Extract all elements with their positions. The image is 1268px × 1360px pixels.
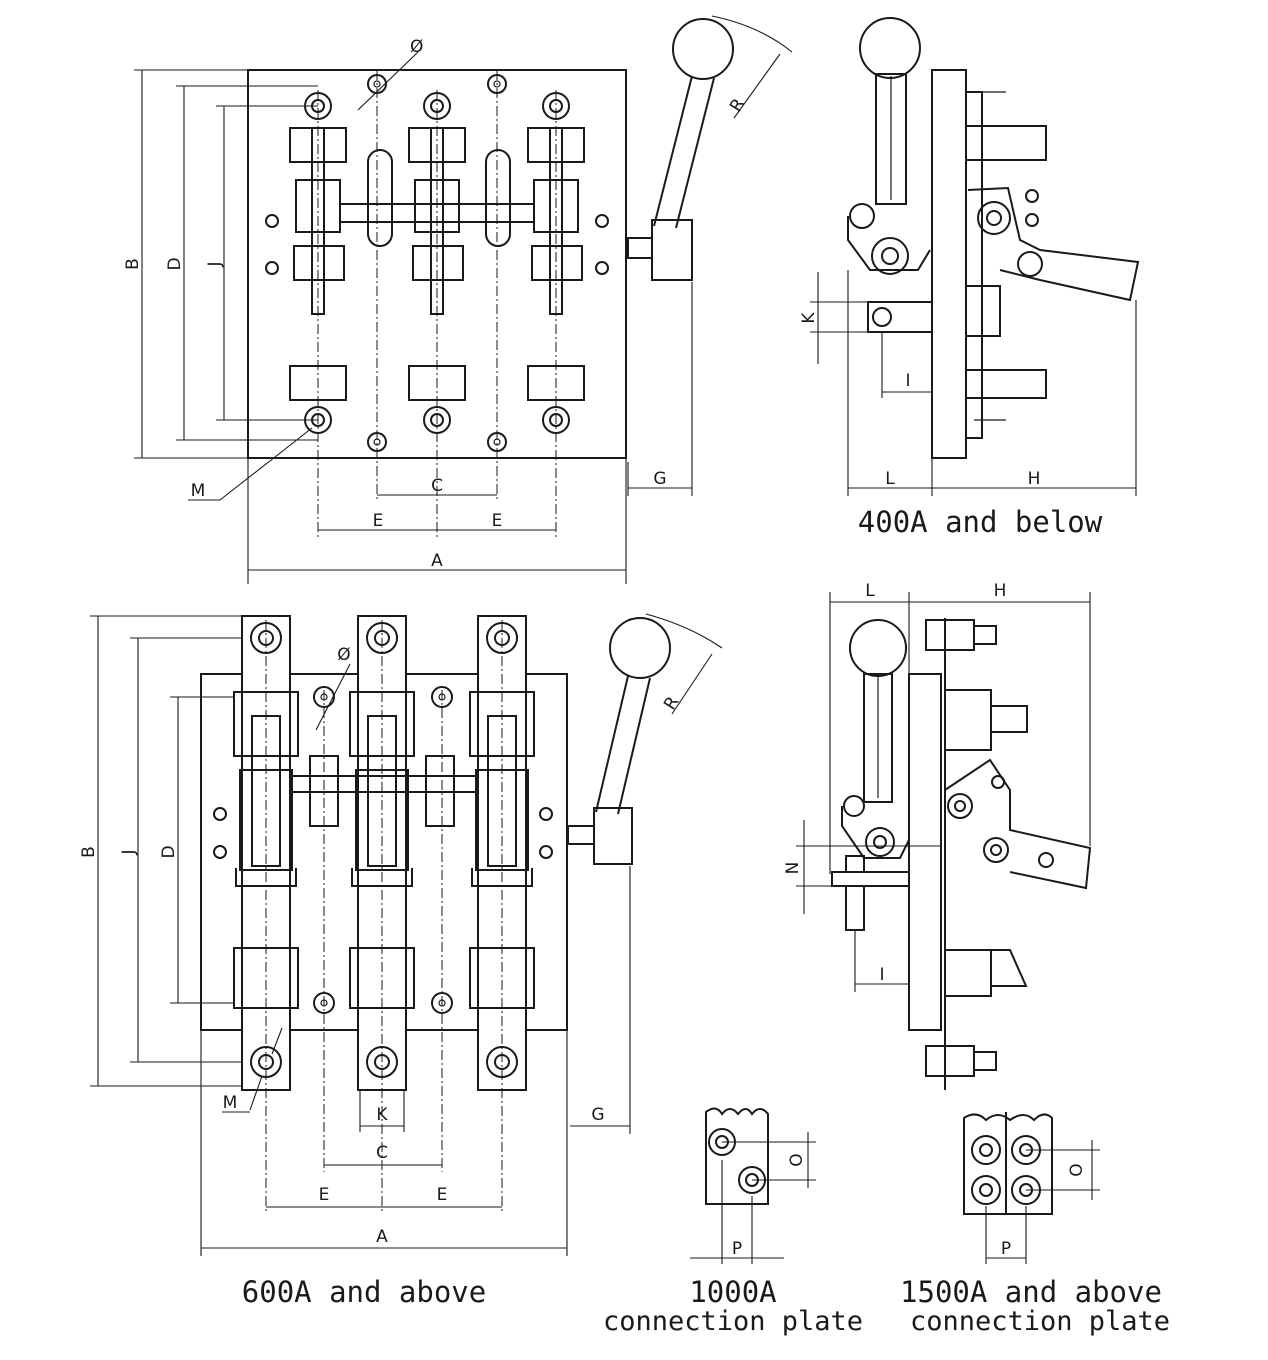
label-e2-600a: E: [437, 1185, 448, 1205]
label-a-400a: A: [431, 551, 443, 571]
slot-600a-right: [425, 755, 455, 827]
dimensions-600a-side: [796, 592, 1091, 992]
handle-400a-front: [627, 18, 734, 281]
label-l-600a: L: [865, 581, 875, 601]
label-p-1000a: P: [732, 1239, 742, 1259]
label-r-600a: R: [660, 693, 683, 714]
label-p-1500a: P: [1001, 1239, 1011, 1259]
upper-bolt-600a: [925, 619, 975, 651]
terminal-600a: [831, 871, 910, 887]
label-a-600a: A: [376, 1227, 388, 1247]
side-view-400a: [810, 17, 1140, 496]
connection-plate-1000a: [690, 1107, 816, 1264]
caption-1000a-connection-plate: connection plate: [603, 1306, 863, 1337]
caption-400a-and-below: 400A and below: [858, 505, 1103, 539]
front-view-400a: [134, 15, 793, 584]
label-i-600a: I: [879, 965, 884, 985]
label-i-400a: I: [905, 371, 910, 391]
dimensions-400a-front: [134, 15, 793, 584]
label-h-600a: H: [994, 581, 1007, 601]
label-k-600a: K: [376, 1105, 388, 1125]
dimensions-600a-front: [90, 613, 723, 1256]
upper-contact-400a: [965, 125, 1047, 161]
handle-600a-front: [567, 617, 671, 865]
caption-1500a-and-above: 1500A and above: [900, 1275, 1162, 1309]
label-b-600a: B: [79, 846, 99, 858]
label-j-600a: J: [119, 849, 139, 855]
dimension-letters: Ø B D J C E E A G M R K I L H Ø B J D K …: [79, 37, 1087, 1259]
label-o-1000a: O: [787, 1153, 807, 1166]
connection-plate-1500a: [963, 1112, 1100, 1264]
label-e2-400a: E: [492, 511, 503, 531]
side-base-400a: [931, 69, 967, 459]
label-g-400a: G: [653, 469, 666, 489]
lower-bolt-600a: [925, 1045, 975, 1077]
dimensions-400a-side: [810, 270, 1137, 496]
caption-600a-and-above: 600A and above: [242, 1275, 486, 1309]
label-k-side-400a: K: [799, 312, 819, 324]
caption-1500a-connection-plate: connection plate: [910, 1306, 1170, 1337]
label-m-600a: M: [223, 1093, 238, 1113]
label-m-400a: M: [191, 481, 206, 501]
label-diameter-600a: Ø: [337, 645, 350, 665]
label-d-400a: D: [165, 257, 185, 270]
caption-1000a: 1000A: [689, 1275, 776, 1309]
label-l-400a: L: [885, 469, 895, 489]
captions: 400A and below 600A and above 1000A conn…: [242, 505, 1170, 1337]
label-e1-600a: E: [319, 1185, 330, 1205]
label-r-400a: R: [726, 95, 749, 116]
label-c-400a: C: [431, 476, 443, 496]
handle-400a-side: [859, 17, 921, 205]
operating-mechanism-400a: [847, 186, 1140, 302]
slot-400a-right: [485, 149, 511, 247]
label-g-600a: G: [591, 1105, 604, 1125]
tie-bar-600a: [289, 775, 479, 793]
label-n-600a: N: [783, 862, 803, 875]
label-c-600a: C: [376, 1143, 388, 1163]
label-e1-400a: E: [373, 511, 384, 531]
label-h-400a: H: [1028, 469, 1041, 489]
label-diameter-400a: Ø: [410, 37, 423, 57]
terminal-400a: [867, 301, 933, 333]
label-b-400a: B: [123, 258, 143, 270]
lower-contact-400a: [965, 369, 1047, 399]
slot-400a-left: [367, 149, 393, 247]
label-o-1500a: O: [1067, 1163, 1087, 1176]
label-j-400a: J: [205, 261, 225, 267]
side-base-600a: [908, 673, 942, 1031]
handle-600a-side: [849, 619, 907, 803]
label-d-600a: D: [159, 845, 179, 858]
side-view-600a: [796, 592, 1092, 1090]
front-view-600a: [90, 613, 723, 1256]
operating-mechanism-600a: [841, 689, 1092, 997]
